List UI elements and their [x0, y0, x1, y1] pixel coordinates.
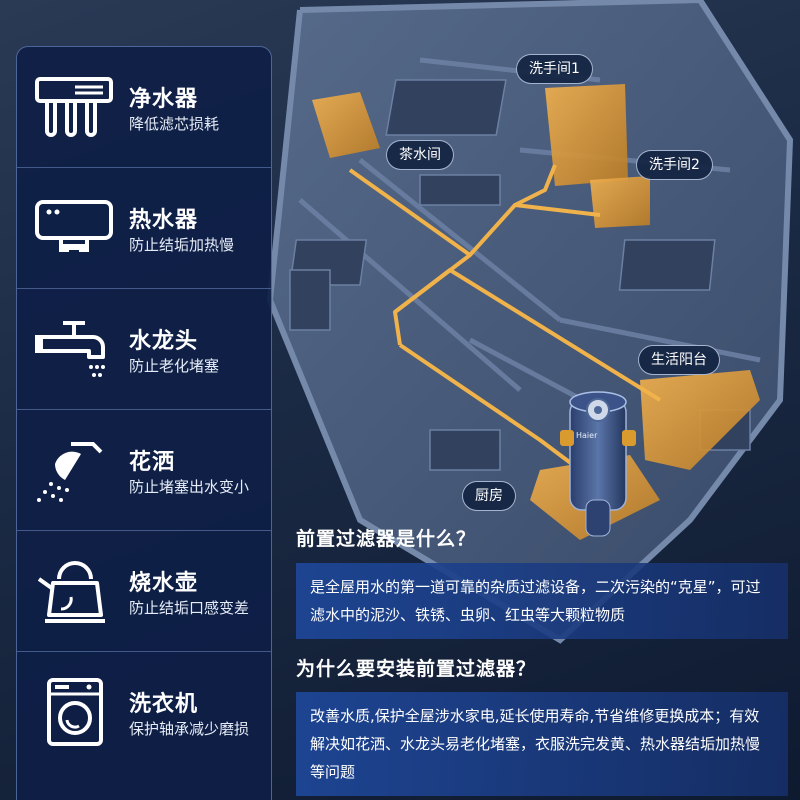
bathroom1-highlight	[545, 84, 628, 186]
feature-item-faucet: 水龙头 防止老化堵塞	[17, 289, 271, 410]
feature-desc: 防止结垢口感变差	[129, 599, 250, 617]
faucet-icon	[35, 321, 105, 377]
feature-panel: 净水器 降低滤芯损耗 热水器 防止结垢加热慢 水龙头 防止老化堵塞	[16, 46, 272, 800]
device-brand-text: Haier	[576, 431, 598, 440]
feature-item-kettle: 烧水壶 防止结垢口感变差	[17, 531, 271, 652]
feature-desc: 降低滤芯损耗	[129, 115, 220, 133]
room-label-kitchen: 厨房	[462, 481, 516, 511]
washing-machine-icon	[47, 678, 103, 746]
feature-item-washing-machine: 洗衣机 保护轴承减少磨损	[17, 652, 271, 773]
water-purifier-icon	[35, 77, 113, 137]
question-title-why: 为什么要安装前置过滤器？	[296, 658, 537, 680]
feature-title: 水龙头	[129, 329, 199, 354]
room-label-balcony: 生活阳台	[638, 345, 720, 375]
room-label-bathroom1: 洗手间1	[516, 54, 593, 84]
answer-what: 是全屋用水的第一道可靠的杂质过滤设备，二次污染的“克星”，可过滤水中的泥沙、铁锈…	[296, 563, 788, 639]
bathroom2-highlight	[590, 176, 650, 228]
room-label-bathroom2: 洗手间2	[636, 150, 713, 180]
room-label-tea-room: 茶水间	[386, 140, 454, 170]
balcony-highlight	[640, 370, 760, 470]
pre-filter-device: Haier	[560, 391, 636, 537]
water-pipes	[348, 164, 662, 472]
water-heater-icon	[35, 200, 113, 252]
feature-desc: 保护轴承减少磨损	[129, 720, 250, 738]
feature-title: 烧水壶	[129, 571, 199, 596]
feature-desc: 防止堵塞出水变小	[129, 478, 250, 496]
question-title-what: 前置过滤器是什么？	[296, 528, 477, 550]
house-walls	[266, 0, 794, 644]
feature-title: 净水器	[129, 87, 199, 112]
feature-item-water-purifier: 净水器 降低滤芯损耗	[17, 47, 271, 168]
feature-desc: 防止老化堵塞	[129, 357, 220, 375]
feature-title: 花洒	[129, 450, 176, 475]
kettle-icon	[37, 561, 105, 623]
feature-title: 热水器	[129, 208, 199, 233]
feature-item-water-heater: 热水器 防止结垢加热慢	[17, 168, 271, 289]
feature-title: 洗衣机	[129, 692, 199, 717]
shower-icon	[37, 442, 103, 502]
tea-room-highlight	[312, 92, 380, 158]
feature-item-shower: 花洒 防止堵塞出水变小	[17, 410, 271, 531]
feature-desc: 防止结垢加热慢	[129, 236, 235, 254]
answer-why: 改善水质,保护全屋涉水家电,延长使用寿命,节省维修更换成本；有效解决如花洒、水龙…	[296, 692, 788, 796]
